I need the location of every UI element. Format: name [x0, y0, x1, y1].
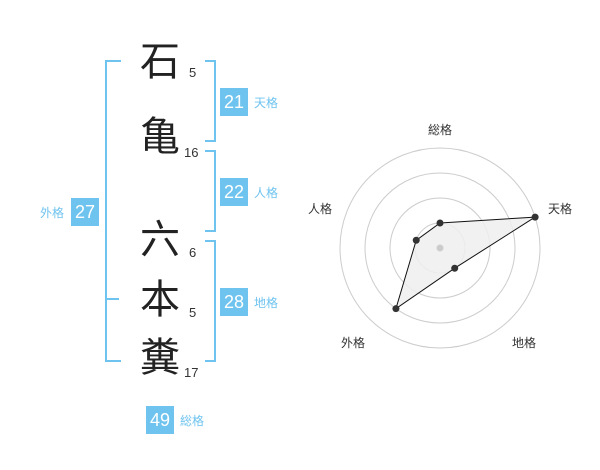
radar-ring — [339, 147, 541, 349]
gaikaku-bracket-tick — [105, 298, 119, 300]
gaikaku-badge: 27 — [71, 198, 99, 226]
soukaku-badge: 49 — [146, 406, 174, 434]
radar-label-chikaku: 地格 — [512, 335, 536, 350]
radar-label-tenkaku: 天格 — [548, 201, 572, 216]
radar-label-gaikaku: 外格 — [341, 335, 365, 350]
radar-ring — [364, 172, 516, 324]
tenkaku-label: 天格 — [254, 96, 279, 110]
chikaku-bracket — [205, 240, 216, 362]
name-char-5: 糞 — [140, 335, 180, 381]
tenkaku-badge: 21 — [220, 88, 248, 116]
soukaku-label: 総格 — [180, 414, 205, 428]
name-char-4: 本 — [140, 277, 180, 323]
chikaku-badge: 28 — [220, 288, 248, 316]
radar-ring — [389, 197, 491, 299]
stroke-count-5: 17 — [184, 365, 199, 380]
gaikaku-label: 外格 — [40, 206, 65, 220]
radar-label-soukaku: 総格 — [428, 122, 452, 137]
stroke-count-3: 6 — [189, 245, 197, 260]
radar-point-3 — [451, 264, 459, 272]
radar-point-4 — [392, 305, 400, 313]
gaikaku-bracket — [105, 60, 121, 362]
name-char-1: 石 — [140, 39, 180, 85]
chikaku-label: 地格 — [254, 296, 279, 310]
radar-point-5 — [412, 236, 420, 244]
radar-polygon — [395, 216, 536, 310]
jinkaku-badge: 22 — [220, 178, 248, 206]
stroke-count-2: 16 — [184, 145, 199, 160]
jinkaku-label: 人格 — [254, 186, 279, 200]
radar-points — [392, 213, 539, 313]
jinkaku-bracket — [205, 150, 216, 232]
radar-center-dot — [436, 244, 444, 252]
name-char-3: 六 — [140, 217, 180, 263]
radar-label-jinkaku: 人格 — [308, 201, 332, 216]
stroke-count-1: 5 — [189, 65, 197, 80]
radar-point-1 — [436, 219, 444, 227]
name-char-2: 亀 — [140, 114, 180, 160]
radar-point-2 — [531, 213, 539, 221]
tenkaku-bracket — [205, 60, 216, 142]
stroke-count-4: 5 — [189, 305, 197, 320]
